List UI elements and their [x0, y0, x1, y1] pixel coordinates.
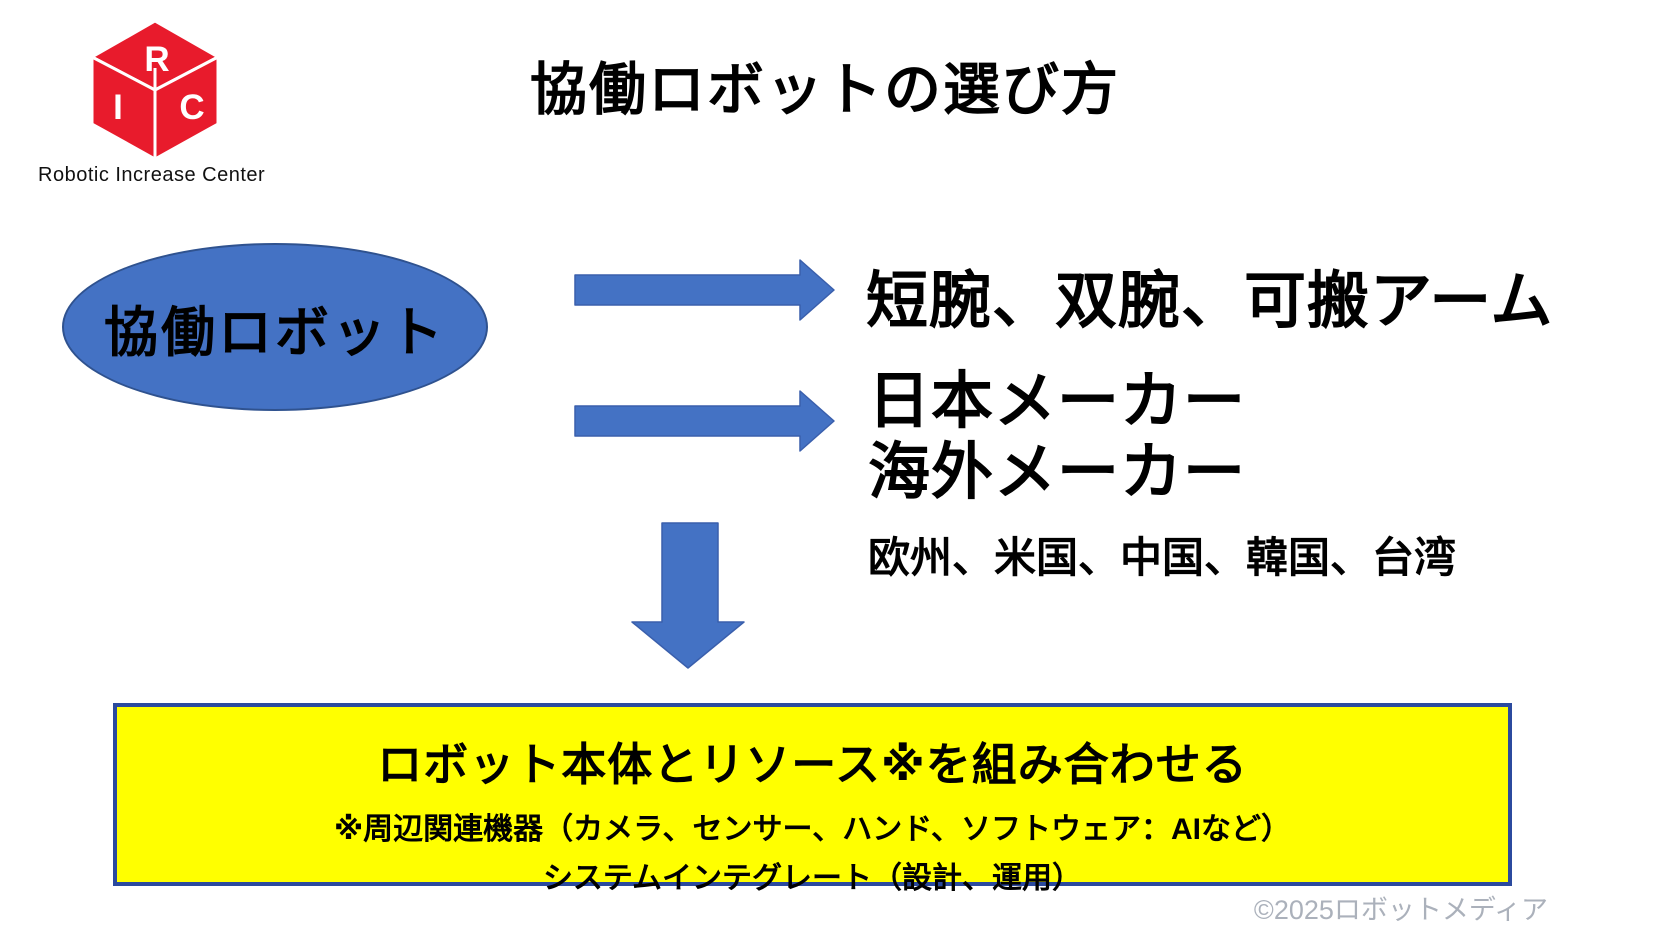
- result-box-note2: システムインテグレート（設計、運用）: [542, 862, 1083, 895]
- makers-line-japan: 日本メーカー: [868, 367, 1247, 436]
- source-node-ellipse: 協働ロボット: [62, 243, 488, 411]
- logo-letter-i: I: [113, 88, 123, 127]
- arrow-right-icon: [574, 390, 835, 452]
- result-box-heading: ロボット本体とリソース※を組み合わせる: [377, 739, 1248, 790]
- makers-line-overseas: 海外メーカー: [868, 438, 1247, 507]
- result-box-note1: ※周辺関連機器（カメラ、センサー、ハンド、ソフトウェア：AIなど）: [333, 813, 1292, 846]
- makers-label: 日本メーカー 海外メーカー: [868, 366, 1246, 508]
- source-node-label: 協働ロボット: [104, 302, 446, 363]
- arrow-right-icon: [574, 259, 835, 321]
- makers-regions-label: 欧州、米国、中国、韓国、台湾: [868, 534, 1457, 581]
- branch-types-label: 短腕、双腕、可搬アーム: [866, 267, 1554, 336]
- page-title: 協働ロボットの選び方: [530, 58, 1120, 122]
- logo: R I C Robotic Increase Center: [38, 20, 268, 187]
- logo-caption: Robotic Increase Center: [38, 164, 266, 186]
- logo-letter-c: C: [179, 88, 204, 127]
- logo-letter-r: R: [144, 40, 169, 79]
- copyright: ©2025ロボットメディア: [1253, 895, 1548, 925]
- arrow-down-icon: [631, 522, 745, 669]
- ric-cube-logo-icon: R I C: [91, 20, 219, 160]
- result-box: ロボット本体とリソース※を組み合わせる ※周辺関連機器（カメラ、センサー、ハンド…: [113, 703, 1512, 895]
